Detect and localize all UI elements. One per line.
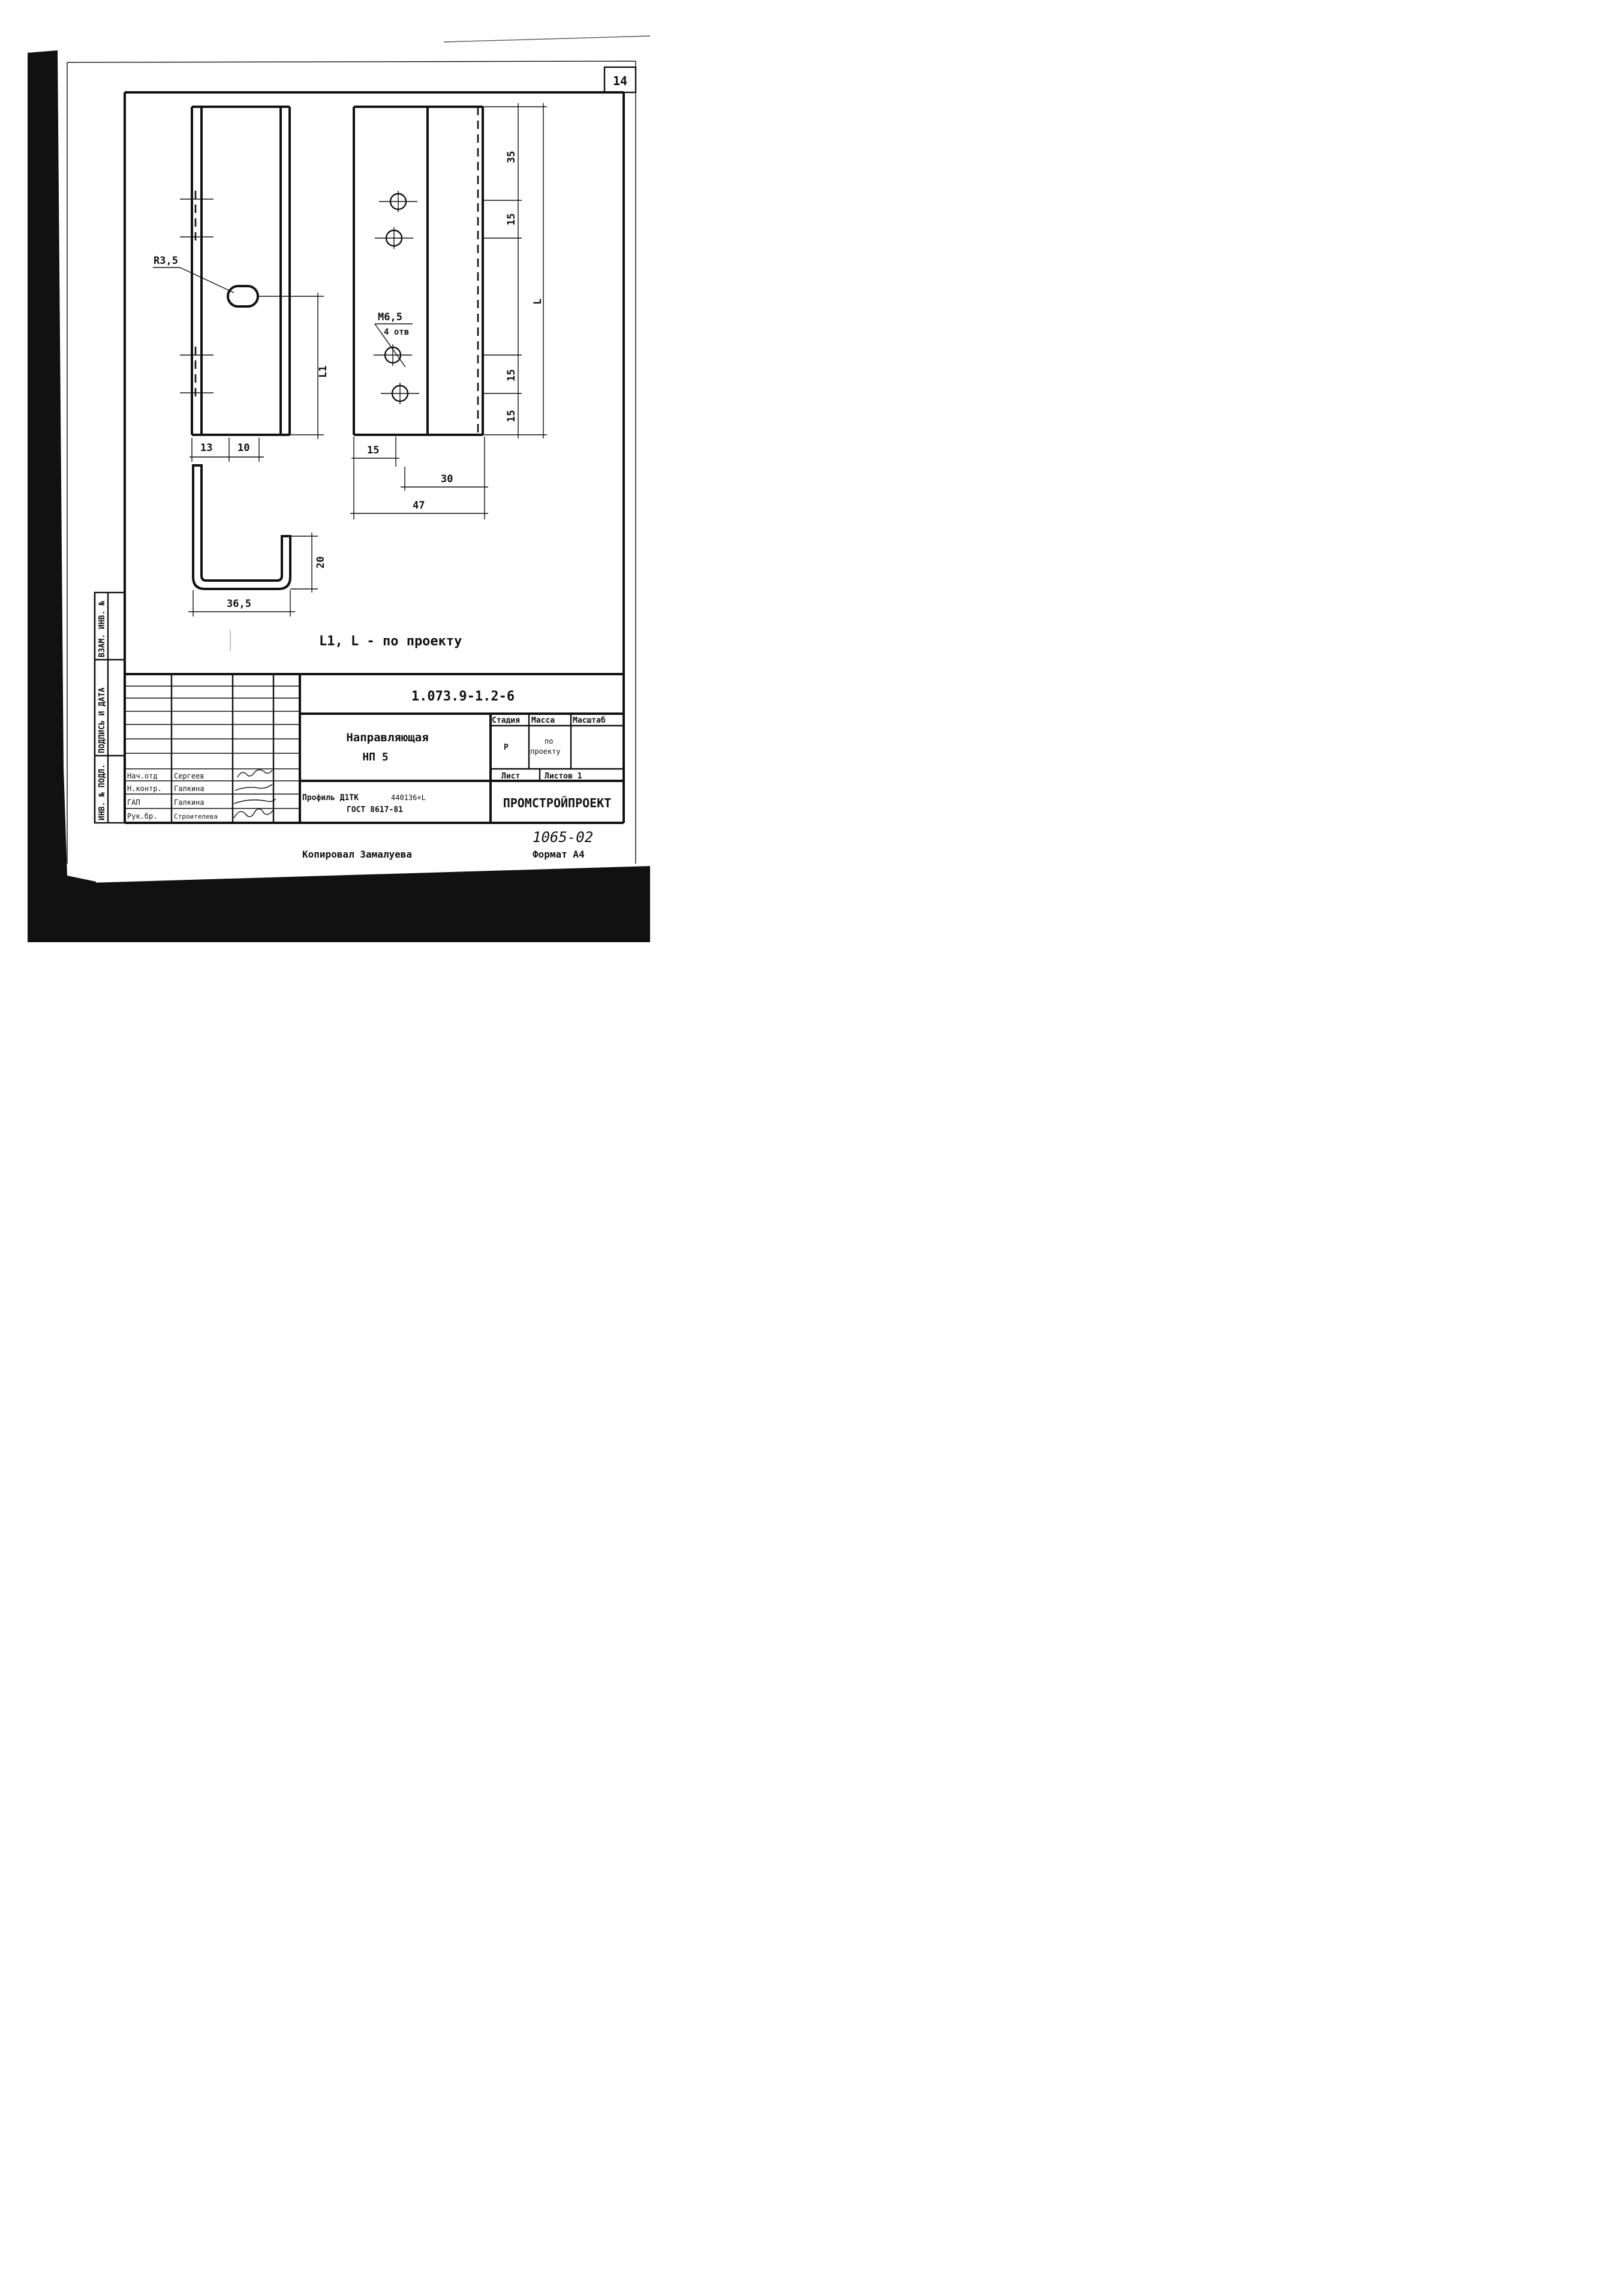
dim-13-label: 13 xyxy=(200,442,212,454)
signature-1 xyxy=(237,769,273,778)
radius-label: R3,5 xyxy=(154,255,178,267)
hole-3 xyxy=(374,344,412,366)
drawing-sheet: 14 R3,5 L1 13 10 20 36, xyxy=(28,35,651,942)
dim-30-label: 30 xyxy=(441,473,453,485)
material-line-2: 440136×L xyxy=(391,793,426,802)
dim-15-under-label: 15 xyxy=(367,444,379,456)
hole-leader xyxy=(374,323,406,368)
copied-by: Копировал Замалуева xyxy=(302,849,412,860)
side-stamp xyxy=(94,591,126,824)
dim-15-mid-label: 15 xyxy=(506,369,518,381)
title-line-2: НП 5 xyxy=(362,751,388,763)
role-2: Н.контр. xyxy=(127,784,162,793)
name-4: Строителева xyxy=(174,813,218,820)
hole-4 xyxy=(381,383,419,404)
scan-top-edge xyxy=(443,35,651,43)
material-line-3: ГОСТ 8617-81 xyxy=(347,805,403,814)
length-note: L1, L - по проекту xyxy=(319,634,462,649)
dim-35-label: 35 xyxy=(506,151,518,163)
side-stamp-vzam: ВЗАМ. ИНВ. № xyxy=(98,600,107,657)
role-4: Рук.бр. xyxy=(127,812,158,820)
stage-value: Р xyxy=(504,743,509,752)
organization: ПРОМСТРОЙПРОЕКТ xyxy=(503,796,612,810)
signature-2 xyxy=(234,784,273,791)
hole-count-label: 4 отв xyxy=(384,327,409,337)
signature-4 xyxy=(233,808,274,819)
overall-l-label: L xyxy=(532,299,544,305)
title-block-grid xyxy=(125,673,624,823)
dim-15-top-label: 15 xyxy=(506,214,518,226)
role-1: Нач.отд xyxy=(127,772,158,780)
dim-365-label: 36,5 xyxy=(227,598,251,610)
sheets-label: Листов 1 xyxy=(545,772,582,781)
mass-value-1: по xyxy=(545,737,553,745)
front-view xyxy=(353,106,484,436)
channel-section xyxy=(192,464,291,590)
role-3: ГАП xyxy=(127,798,140,807)
name-2: Галкина xyxy=(174,784,204,793)
dim-20-label: 20 xyxy=(315,557,327,569)
name-1: Сергеев xyxy=(174,772,204,780)
hole-1 xyxy=(379,191,417,212)
scale-label: Масштаб xyxy=(573,716,606,725)
page-number: 14 xyxy=(613,74,627,88)
format-label: Формат А4 xyxy=(533,849,585,860)
dim-10-label: 10 xyxy=(237,442,249,454)
hole-spec-label: M6,5 xyxy=(378,311,402,323)
title-line-1: Направляющая xyxy=(346,731,428,744)
outer-frame-top xyxy=(67,61,636,63)
sheet-label: Лист xyxy=(501,772,520,781)
side-stamp-inv: ИНВ. № ПОДЛ. xyxy=(98,764,107,820)
mass-label: Масса xyxy=(531,716,555,725)
material-line-1: Профиль Д1ТК xyxy=(302,793,359,802)
slot-hole xyxy=(227,285,259,308)
name-3: Галкина xyxy=(174,798,204,807)
dim-15-bottom-label: 15 xyxy=(506,410,518,422)
doc-code: 1.073.9-1.2-6 xyxy=(411,689,515,704)
signature-3 xyxy=(233,798,276,804)
handwritten-number: 1065-02 xyxy=(533,829,593,846)
l1-label: L1 xyxy=(317,366,329,378)
scan-binding-shadow xyxy=(28,50,96,942)
stage-label: Стадия xyxy=(492,716,520,725)
mass-value-2: проекту xyxy=(530,747,561,756)
dim-47-label: 47 xyxy=(413,500,425,512)
side-view xyxy=(180,106,291,436)
scan-bottom-shadow xyxy=(90,866,650,942)
side-stamp-podpis: ПОДПИСЬ И ДАТА xyxy=(98,687,107,753)
hole-2 xyxy=(375,227,413,249)
